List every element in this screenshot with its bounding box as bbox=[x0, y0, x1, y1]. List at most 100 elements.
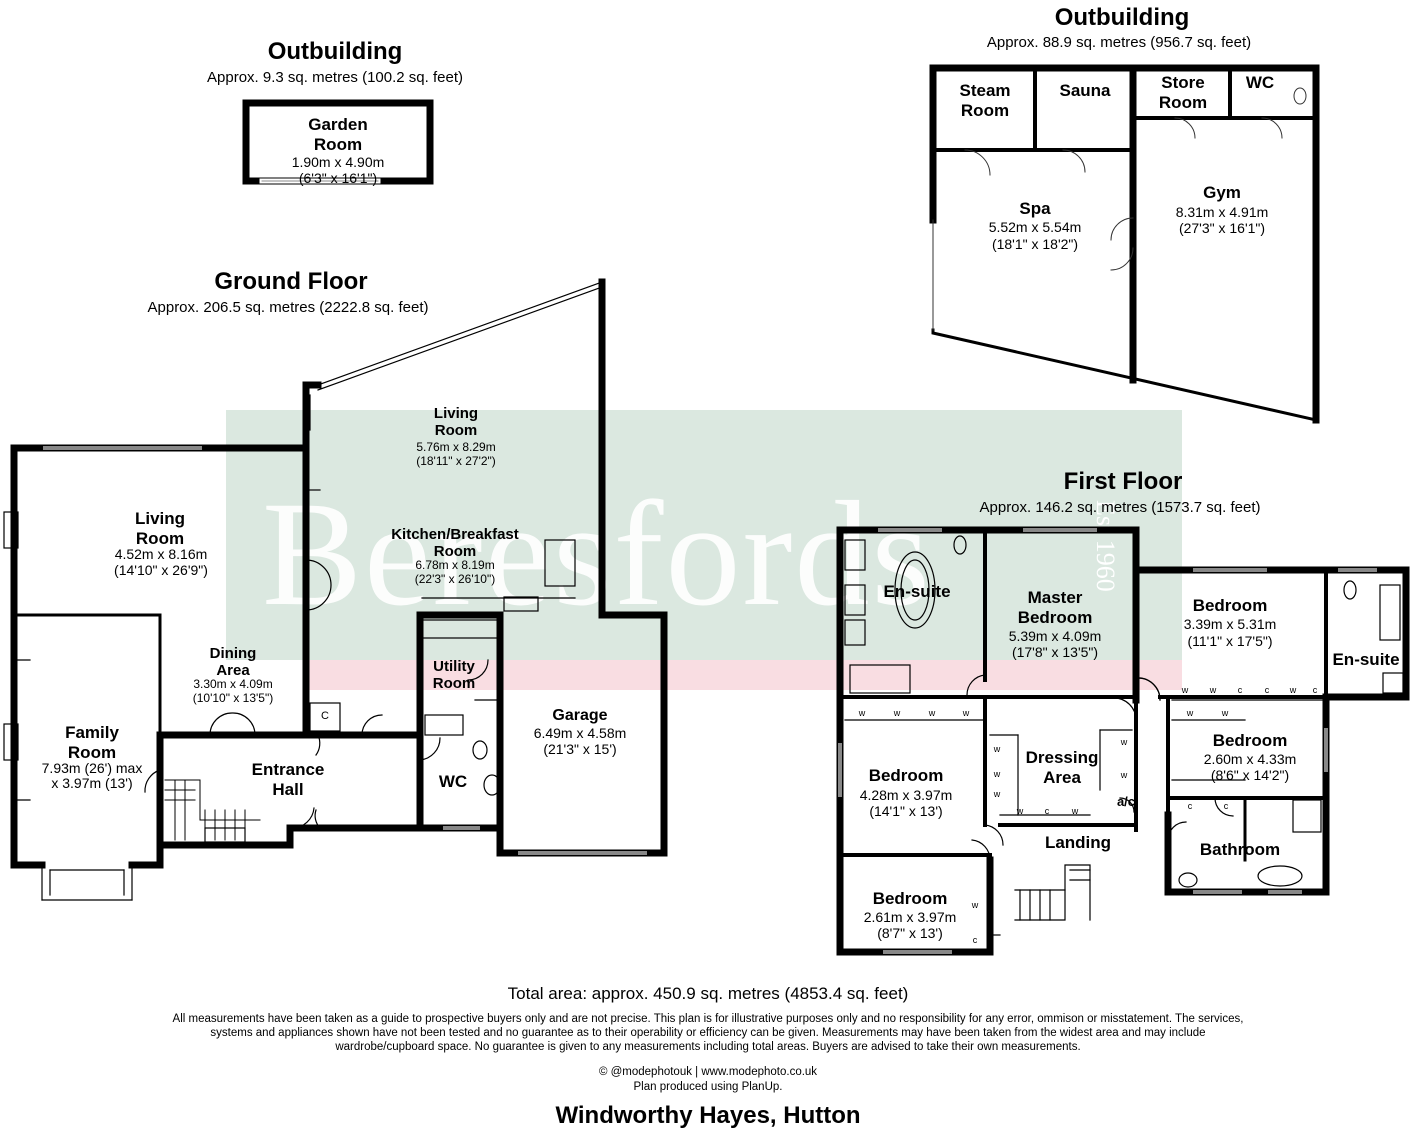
watermark-panel bbox=[226, 410, 1182, 660]
svg-text:c: c bbox=[1188, 801, 1193, 811]
watermark-band bbox=[305, 660, 1182, 690]
entrance-hall-name: Entrance Hall bbox=[251, 760, 325, 799]
master-bedroom-name: Master Bedroom bbox=[1017, 588, 1093, 627]
bedroom-ml-name: Bedroom bbox=[868, 766, 944, 785]
watermark-text: Beresfords bbox=[262, 471, 932, 637]
bedroom-bl-name: Bedroom bbox=[872, 889, 948, 908]
svg-text:w: w bbox=[1186, 708, 1194, 718]
spa-name: Spa bbox=[1019, 199, 1051, 218]
store-room-name: Store Room bbox=[1158, 73, 1208, 112]
bedroom-mr-imperial: (8'6" x 14'2") bbox=[1210, 767, 1290, 783]
svg-text:w: w bbox=[858, 708, 866, 718]
dressing-area-name: Dressing Area bbox=[1025, 748, 1099, 787]
first-floor-title: First Floor bbox=[1063, 468, 1183, 495]
bedroom-tr-imperial: (11'1" x 17'5") bbox=[1187, 633, 1273, 649]
master-bedroom-imperial: (17'8" x 13'5") bbox=[1011, 644, 1099, 660]
svg-text:c: c bbox=[1313, 685, 1318, 695]
bedroom-mr-dims: 2.60m x 4.33m bbox=[1203, 751, 1297, 767]
sauna-name: Sauna bbox=[1059, 81, 1111, 100]
outbuilding-small-area: Approx. 9.3 sq. metres (100.2 sq. feet) bbox=[207, 69, 463, 86]
property-name: Windworthy Hayes, Hutton bbox=[555, 1102, 861, 1129]
svg-text:w: w bbox=[1071, 806, 1079, 816]
bedroom-tr-dims: 3.39m x 5.31m bbox=[1183, 616, 1277, 632]
svg-text:w: w bbox=[993, 769, 1001, 779]
svg-text:c: c bbox=[973, 935, 978, 945]
outbuilding-large-title: Outbuilding bbox=[1054, 4, 1190, 31]
planup-credit: Plan produced using PlanUp. bbox=[633, 1081, 783, 1093]
bedroom-tr-name: Bedroom bbox=[1192, 596, 1268, 615]
living-room-left-dims: 4.52m x 8.16m bbox=[114, 546, 208, 562]
gym-dims: 8.31m x 4.91m bbox=[1175, 204, 1269, 220]
gym-imperial: (27'3" x 16'1") bbox=[1178, 220, 1266, 236]
svg-text:c: c bbox=[1045, 806, 1050, 816]
bedroom-mr-name: Bedroom bbox=[1212, 731, 1288, 750]
svg-text:w: w bbox=[1209, 685, 1217, 695]
svg-text:w: w bbox=[1016, 806, 1024, 816]
svg-text:w: w bbox=[1181, 685, 1189, 695]
svg-text:w: w bbox=[893, 708, 901, 718]
ac-cupboard-label: a/c bbox=[1116, 794, 1136, 809]
svg-text:c: c bbox=[1238, 685, 1243, 695]
disclaimer: All measurements have been taken as a gu… bbox=[172, 1013, 1244, 1053]
gym-name: Gym bbox=[1203, 183, 1241, 202]
svg-text:w: w bbox=[993, 789, 1001, 799]
spa-imperial: (18'1" x 18'2") bbox=[991, 236, 1079, 252]
svg-text:w: w bbox=[1120, 737, 1128, 747]
svg-text:w: w bbox=[928, 708, 936, 718]
steam-room-name: Steam Room bbox=[959, 81, 1011, 120]
garage-imperial: (21'3" x 15') bbox=[543, 741, 617, 757]
bedroom-ml-imperial: (14'1" x 13') bbox=[869, 803, 943, 819]
ensuite-b-name: En-suite bbox=[1332, 650, 1400, 669]
living-room-main-dims: 5.76m x 8.29m bbox=[416, 440, 496, 454]
bedroom-bl-imperial: (8'7" x 13') bbox=[877, 925, 943, 941]
garden-room-name: Garden Room bbox=[308, 115, 368, 154]
svg-text:c: c bbox=[1265, 685, 1270, 695]
svg-text:w: w bbox=[993, 744, 1001, 754]
svg-text:w: w bbox=[962, 708, 970, 718]
bedroom-bl-dims: 2.61m x 3.97m bbox=[863, 909, 957, 925]
dining-area-dims: 3.30m x 4.09m bbox=[193, 677, 273, 691]
outbuilding-large-area: Approx. 88.9 sq. metres (956.7 sq. feet) bbox=[986, 34, 1252, 51]
living-room-left-imperial: (14'10" x 26'9") bbox=[114, 562, 208, 578]
garden-room-imperial: (6'3" x 16'1") bbox=[298, 170, 378, 186]
utility-room-name: Utility Room bbox=[432, 658, 476, 693]
svg-text:w: w bbox=[971, 900, 979, 910]
ground-floor-walls bbox=[10, 278, 668, 869]
outbuilding-wc-name: WC bbox=[1245, 73, 1275, 92]
bathroom-name: Bathroom bbox=[1199, 840, 1281, 859]
ground-floor-area: Approx. 206.5 sq. metres (2222.8 sq. fee… bbox=[147, 299, 429, 316]
living-room-main-imperial: (18'11" x 27'2") bbox=[416, 454, 496, 468]
total-area: Total area: approx. 450.9 sq. metres (48… bbox=[507, 984, 909, 1003]
first-floor-area: Approx. 146.2 sq. metres (1573.7 sq. fee… bbox=[979, 499, 1261, 516]
cupboard-label: C bbox=[321, 710, 329, 722]
master-bedroom-dims: 5.39m x 4.09m bbox=[1008, 628, 1102, 644]
outbuilding-small-title: Outbuilding bbox=[267, 38, 403, 65]
credit: © @modephotouk | www.modephoto.co.uk bbox=[598, 1066, 818, 1078]
living-room-main-name: Living Room bbox=[433, 405, 479, 440]
dining-area-imperial: (10'10" x 13'5") bbox=[192, 691, 274, 705]
garden-room-dims: 1.90m x 4.90m bbox=[291, 154, 385, 170]
ensuite-a-name: En-suite bbox=[883, 582, 951, 601]
svg-text:c: c bbox=[1224, 801, 1229, 811]
dining-area-name: Dining Area bbox=[209, 645, 257, 680]
kitchen-dims: 6.78m x 8.19m bbox=[415, 558, 495, 572]
svg-text:w: w bbox=[1120, 770, 1128, 780]
svg-text:w: w bbox=[1221, 708, 1229, 718]
kitchen-imperial: (22'3" x 26'10") bbox=[414, 572, 496, 586]
family-room-dims: 7.93m (26') max bbox=[41, 760, 143, 776]
family-room-imperial: x 3.97m (13') bbox=[51, 775, 133, 791]
garage-name: Garage bbox=[552, 707, 608, 724]
svg-text:w: w bbox=[1289, 685, 1297, 695]
garage-dims: 6.49m x 4.58m bbox=[533, 725, 627, 741]
spa-dims: 5.52m x 5.54m bbox=[988, 219, 1082, 235]
ground-floor-title: Ground Floor bbox=[214, 268, 368, 295]
outbuilding-walls bbox=[929, 64, 1320, 424]
bedroom-ml-dims: 4.28m x 3.97m bbox=[859, 787, 953, 803]
living-room-left-name: Living Room bbox=[134, 509, 186, 548]
ground-wc-name: WC bbox=[438, 772, 468, 791]
kitchen-name: Kitchen/Breakfast Room bbox=[391, 526, 519, 561]
landing-name: Landing bbox=[1044, 833, 1112, 852]
family-room-name: Family Room bbox=[65, 723, 119, 762]
